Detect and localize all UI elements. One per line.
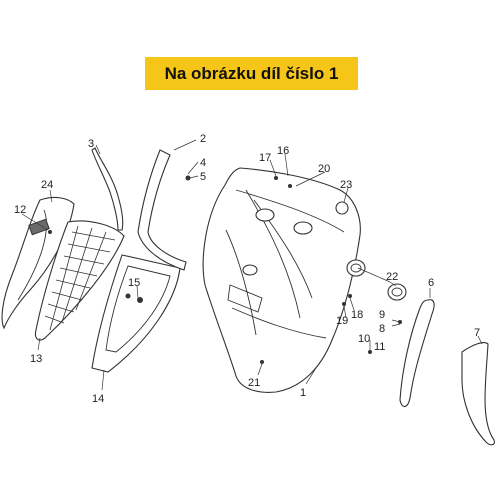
part-14-inner-frame — [91, 254, 181, 373]
callout-13: 13 — [30, 353, 42, 365]
callout-5: 5 — [200, 171, 206, 183]
part-23-emblem — [335, 201, 349, 215]
leader-lines — [21, 139, 483, 391]
callout-11: 11 — [374, 341, 385, 353]
callout-23: 23 — [340, 179, 352, 191]
callout-17: 17 — [259, 152, 271, 164]
callout-9: 9 — [379, 309, 385, 321]
callout-10: 10 — [358, 333, 370, 345]
callout-1: 1 — [300, 387, 306, 399]
callout-14: 14 — [92, 393, 104, 405]
part-1-front-shield — [202, 167, 361, 393]
callout-12: 12 — [14, 204, 26, 216]
part-2-trim-strip — [137, 149, 191, 271]
part-3-trim-strip — [91, 147, 124, 231]
callout-22: 22 — [386, 271, 398, 283]
callout-7: 7 — [474, 327, 480, 339]
part-22-covers — [346, 259, 407, 301]
callout-19: 19 — [336, 315, 348, 327]
callout-18: 18 — [351, 309, 363, 321]
callout-labels: 3 2 4 5 17 16 20 23 24 12 15 22 6 9 8 18… — [14, 133, 480, 405]
part-number-banner: Na obrázku díl číslo 1 — [145, 57, 358, 90]
callout-8: 8 — [379, 323, 385, 335]
callout-2: 2 — [200, 133, 206, 145]
part-7-side-fin — [461, 342, 495, 446]
callout-15: 15 — [128, 277, 140, 289]
callout-24: 24 — [41, 179, 53, 191]
callout-21: 21 — [248, 377, 260, 389]
callout-3: 3 — [88, 138, 94, 150]
callout-20: 20 — [318, 163, 330, 175]
callout-4: 4 — [200, 157, 206, 169]
part-24-side-cover — [1, 196, 75, 330]
part-13-grille — [34, 220, 125, 341]
callout-6: 6 — [428, 277, 434, 289]
callout-16: 16 — [277, 145, 289, 157]
fasteners — [48, 176, 402, 364]
part-6-side-strip — [399, 299, 435, 408]
